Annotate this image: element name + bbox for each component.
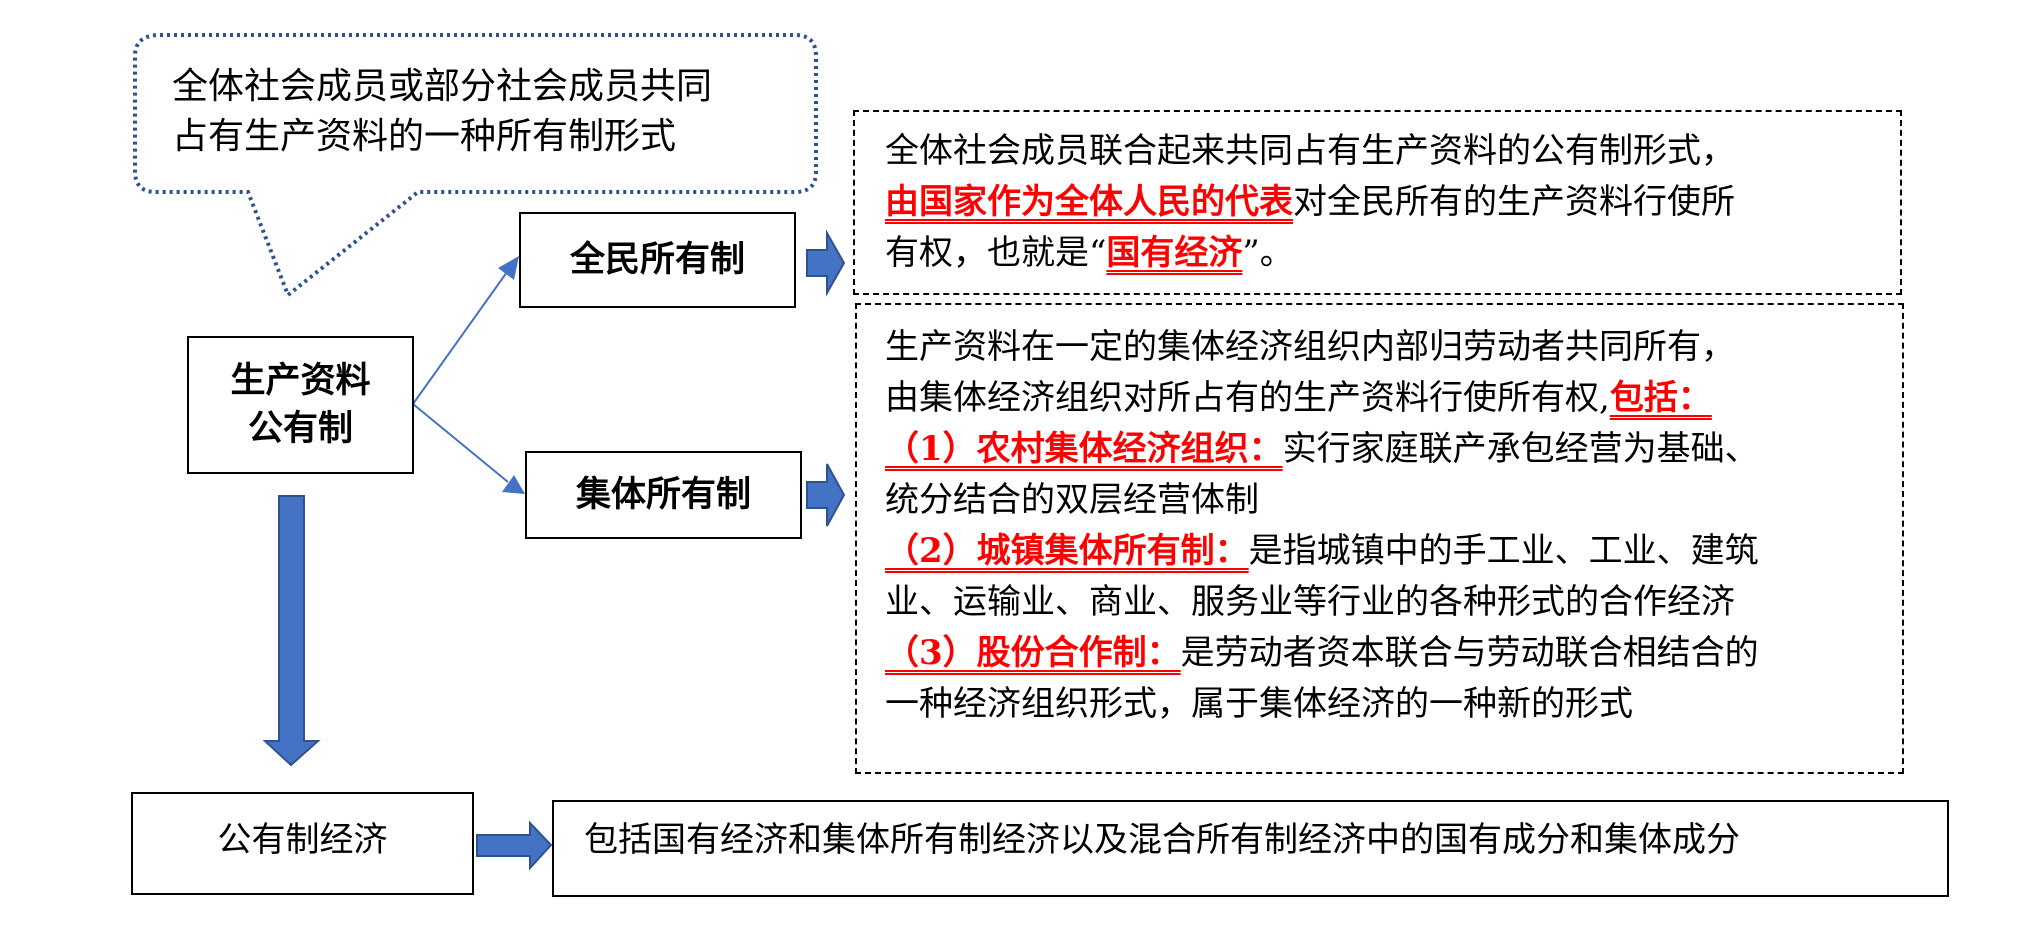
branch-node-quanmin: 全民所有制 bbox=[519, 212, 796, 308]
result-node-public-economy: 公有制经济 bbox=[131, 792, 474, 895]
plain-text: 统分结合的双层经营体制 bbox=[885, 480, 1259, 520]
description-line: 统分结合的双层经营体制 bbox=[885, 475, 1759, 526]
result-node-label: 公有制经济 bbox=[217, 820, 388, 860]
connector-to-quanmin bbox=[412, 271, 508, 405]
highlight-text: （2）城镇集体所有制： bbox=[885, 531, 1249, 571]
highlight-text: （1）农村集体经济组织： bbox=[885, 429, 1283, 469]
plain-text: 生产资料在一定的集体经济组织内部归劳动者共同所有， bbox=[885, 327, 1735, 367]
callout-line-2: 占有生产资料的一种所有制形式 bbox=[172, 116, 677, 157]
callout-bubble-outline bbox=[133, 33, 818, 299]
block-arrow-summary bbox=[476, 820, 553, 871]
callout-line-1: 全体社会成员或部分社会成员共同 bbox=[172, 66, 713, 107]
highlight-text: （3）股份合作制： bbox=[885, 633, 1181, 673]
connector-arrowhead-jiti bbox=[502, 475, 525, 494]
description-line: 有权，也就是“国有经济”。 bbox=[885, 228, 1735, 279]
plain-text: 业、运输业、商业、服务业等行业的各种形式的合作经济 bbox=[885, 582, 1735, 622]
plain-text: 是劳动者资本联合与劳动联合相结合的 bbox=[1180, 633, 1759, 673]
root-node-line-1: 生产资料 bbox=[230, 361, 371, 401]
root-node-line-2: 公有制 bbox=[247, 409, 353, 449]
plain-text: ”。 bbox=[1242, 233, 1294, 273]
highlight-text: 国有经济 bbox=[1106, 233, 1243, 273]
description-jiti-text: 生产资料在一定的集体经济组织内部归劳动者共同所有， 由集体经济组织对所占有的生产… bbox=[885, 322, 1759, 730]
description-line: 由集体经济组织对所占有的生产资料行使所有权,包括： bbox=[885, 373, 1759, 424]
branch-node-jiti-label: 集体所有制 bbox=[575, 475, 751, 515]
description-line: 由国家作为全体人民的代表对全民所有的生产资料行使所 bbox=[885, 177, 1735, 228]
block-arrow-jiti bbox=[806, 463, 846, 527]
plain-text: 对全民所有的生产资料行使所 bbox=[1293, 182, 1735, 222]
plain-text: 实行家庭联产承包经营为基础、 bbox=[1282, 429, 1759, 469]
highlight-text: 包括： bbox=[1609, 378, 1712, 418]
plain-text: 有权，也就是“ bbox=[885, 233, 1107, 273]
branch-node-quanmin-label: 全民所有制 bbox=[569, 240, 745, 280]
plain-text: 由集体经济组织对所占有的生产资料行使所有权, bbox=[885, 378, 1610, 418]
description-box-quanmin: 全体社会成员联合起来共同占有生产资料的公有制形式， 由国家作为全体人民的代表对全… bbox=[853, 110, 1902, 295]
description-line: （3）股份合作制：是劳动者资本联合与劳动联合相结合的 bbox=[885, 628, 1759, 679]
description-line: 全体社会成员联合起来共同占有生产资料的公有制形式， bbox=[885, 126, 1735, 177]
description-line: （2）城镇集体所有制：是指城镇中的手工业、工业、建筑 bbox=[885, 526, 1759, 577]
description-line: （1）农村集体经济组织：实行家庭联产承包经营为基础、 bbox=[885, 424, 1759, 475]
connector-to-jiti bbox=[412, 403, 509, 483]
plain-text: 一种经济组织形式，属于集体经济的一种新的形式 bbox=[885, 684, 1633, 724]
plain-text: 是指城镇中的手工业、工业、建筑 bbox=[1248, 531, 1759, 571]
description-line: 一种经济组织形式，属于集体经济的一种新的形式 bbox=[885, 679, 1759, 730]
description-box-jiti: 生产资料在一定的集体经济组织内部归劳动者共同所有， 由集体经济组织对所占有的生产… bbox=[855, 303, 1904, 774]
root-node-public-ownership: 生产资料 公有制 bbox=[187, 336, 414, 474]
summary-box: 包括国有经济和集体所有制经济以及混合所有制经济中的国有成分和集体成分 bbox=[552, 800, 1949, 897]
callout-definition: 全体社会成员或部分社会成员共同 占有生产资料的一种所有制形式 bbox=[172, 62, 792, 162]
summary-text: 包括国有经济和集体所有制经济以及混合所有制经济中的国有成分和集体成分 bbox=[584, 820, 1740, 860]
block-arrow-quanmin bbox=[806, 229, 846, 297]
plain-text: 全体社会成员联合起来共同占有生产资料的公有制形式， bbox=[885, 131, 1735, 171]
description-line: 生产资料在一定的集体经济组织内部归劳动者共同所有， bbox=[885, 322, 1759, 373]
highlight-text: 由国家作为全体人民的代表 bbox=[885, 182, 1293, 222]
block-arrow-down bbox=[262, 495, 321, 767]
connector-arrowhead-quanmin bbox=[498, 256, 519, 280]
description-quanmin-text: 全体社会成员联合起来共同占有生产资料的公有制形式， 由国家作为全体人民的代表对全… bbox=[885, 126, 1735, 279]
branch-node-jiti: 集体所有制 bbox=[525, 451, 802, 539]
description-line: 业、运输业、商业、服务业等行业的各种形式的合作经济 bbox=[885, 577, 1759, 628]
